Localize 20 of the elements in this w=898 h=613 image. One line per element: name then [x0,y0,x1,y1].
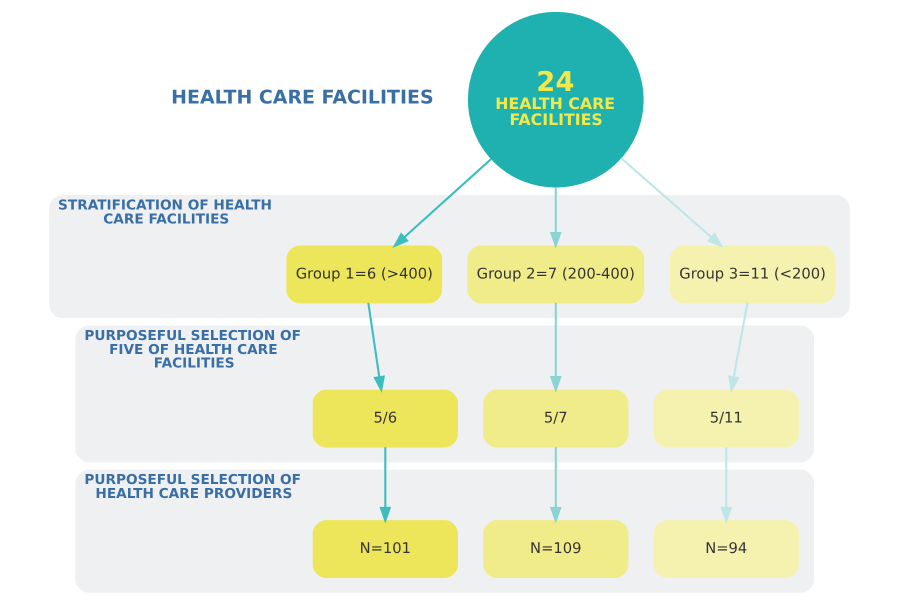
arrow [720,447,732,524]
node-box: N=94 [653,520,798,578]
node-box: 5/6 [312,390,458,448]
node-box: N=101 [312,520,458,578]
node-box: Group 1=6 (>400) [286,245,442,304]
arrow [392,158,492,248]
node-box: Group 3=11 (<200) [669,245,835,304]
node-box: 5/11 [653,390,798,448]
label: HEALTH CARE FACILITIES [170,86,434,108]
arrow [549,187,562,249]
arrow [728,302,748,393]
arrow [620,157,724,248]
node-box: N=109 [482,520,628,578]
arrow [378,447,391,524]
arrow [366,302,385,393]
node-box: 5/7 [482,390,628,448]
node-circle: 24 HEALTH CARE FACILITIES [467,12,644,188]
node-box: Group 2=7 (200-400) [466,245,644,304]
arrow [549,447,562,524]
arrow [549,302,562,393]
